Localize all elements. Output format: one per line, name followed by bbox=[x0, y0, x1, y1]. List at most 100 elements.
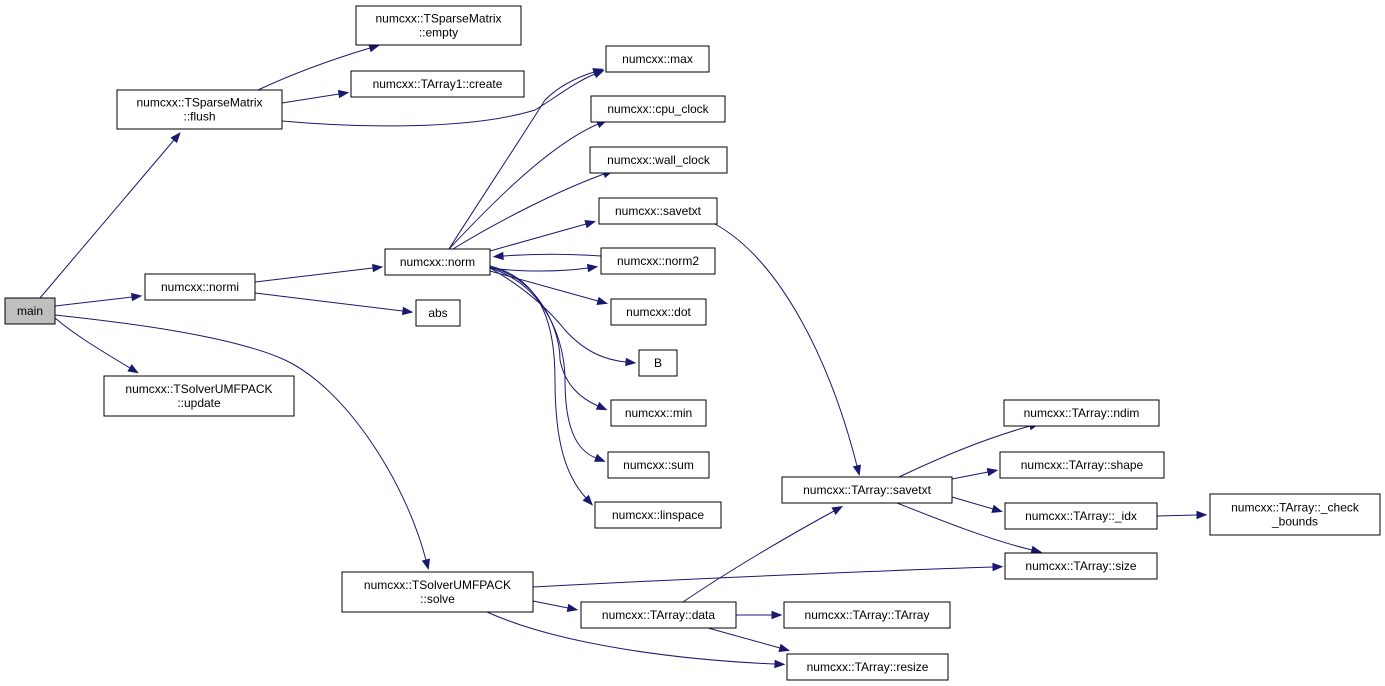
node-label: numcxx::sum bbox=[623, 458, 694, 472]
node-label: numcxx::TArray::_idx bbox=[1025, 509, 1137, 523]
edge-line bbox=[489, 265, 587, 499]
edge-arrowhead bbox=[492, 251, 504, 261]
node-normi[interactable]: numcxx::normi bbox=[144, 273, 256, 301]
edge-line bbox=[486, 611, 776, 665]
edge-arrowhead bbox=[401, 306, 414, 316]
edge-arrowhead bbox=[595, 401, 608, 411]
node-label: abs bbox=[428, 306, 447, 320]
node-main[interactable]: main bbox=[4, 297, 56, 325]
edge-line bbox=[682, 510, 835, 603]
edge-line bbox=[54, 296, 133, 307]
node-label: numcxx::TArray::shape bbox=[1021, 458, 1144, 472]
node-label: numcxx::norm bbox=[400, 255, 475, 269]
node-ta-idx[interactable]: numcxx::TArray::_idx bbox=[1004, 502, 1158, 530]
node-max[interactable]: numcxx::max bbox=[605, 45, 710, 73]
edge-line bbox=[951, 496, 994, 510]
node-umf-solve[interactable]: numcxx::TSolverUMFPACK::solve bbox=[341, 571, 534, 613]
node-norm2[interactable]: numcxx::norm2 bbox=[600, 247, 716, 275]
edge-line bbox=[254, 267, 374, 283]
edge-ta_data-to-ta_resize bbox=[707, 627, 791, 652]
edge-arrowhead bbox=[566, 603, 579, 613]
node-umf-update[interactable]: numcxx::TSolverUMFPACK::update bbox=[103, 375, 295, 417]
edge-line bbox=[951, 471, 989, 480]
edge-ta_data-to-ta_tarray bbox=[736, 610, 783, 620]
node-wall-clock[interactable]: numcxx::wall_clock bbox=[589, 146, 728, 174]
edge-arrowhead bbox=[421, 558, 430, 571]
node-label: numcxx::savetxt bbox=[615, 204, 702, 218]
edge-line bbox=[898, 425, 1031, 478]
edge-arrowhead bbox=[1196, 510, 1208, 520]
node-abs[interactable]: abs bbox=[415, 299, 461, 327]
node-label: numcxx::TArray::ndim bbox=[1024, 406, 1140, 420]
node-box bbox=[781, 476, 953, 504]
node-label: numcxx::min bbox=[625, 406, 692, 420]
node-savetxt[interactable]: numcxx::savetxt bbox=[598, 197, 718, 225]
edge-norm-to-norm2 bbox=[489, 263, 599, 273]
node-B[interactable]: B bbox=[638, 349, 678, 377]
node-label: numcxx::TArray::size bbox=[1025, 559, 1136, 573]
edge-arrowhead bbox=[131, 292, 143, 302]
node-dot[interactable]: numcxx::dot bbox=[610, 298, 707, 326]
edge-line bbox=[39, 139, 175, 299]
edge-norm-to-linspace bbox=[489, 265, 593, 506]
edge-arrowhead bbox=[1030, 545, 1043, 555]
node-box bbox=[607, 451, 710, 479]
edge-line bbox=[714, 223, 858, 467]
edge-main-to-tsm_flush bbox=[39, 132, 181, 299]
node-box bbox=[610, 298, 707, 326]
node-norm[interactable]: numcxx::norm bbox=[384, 248, 491, 276]
node-box bbox=[1209, 493, 1381, 536]
node-ta-ndim[interactable]: numcxx::TArray::ndim bbox=[1003, 399, 1160, 427]
edge-arrowhead bbox=[372, 263, 384, 273]
edge-line bbox=[489, 270, 599, 302]
node-box bbox=[341, 571, 534, 613]
node-label: ::empty bbox=[419, 26, 458, 40]
node-box bbox=[384, 248, 491, 276]
call-edges bbox=[39, 44, 1208, 669]
node-ta-shape[interactable]: numcxx::TArray::shape bbox=[999, 451, 1165, 479]
node-tsm-flush[interactable]: numcxx::TSparseMatrix::flush bbox=[116, 89, 283, 130]
node-ta-check[interactable]: numcxx::TArray::_check_bounds bbox=[1209, 493, 1381, 536]
edge-arrowhead bbox=[986, 467, 999, 477]
edge-line bbox=[707, 627, 781, 649]
node-sum[interactable]: numcxx::sum bbox=[607, 451, 710, 479]
edge-arrowhead bbox=[368, 44, 380, 53]
node-cpu-clock[interactable]: numcxx::cpu_clock bbox=[590, 95, 726, 123]
edge-line bbox=[448, 71, 595, 250]
node-ta1-create[interactable]: numcxx::TArray1::create bbox=[350, 70, 525, 98]
node-label: numcxx::TSolverUMFPACK bbox=[364, 578, 511, 592]
node-ta-resize[interactable]: numcxx::TArray::resize bbox=[786, 653, 949, 681]
node-box bbox=[783, 601, 951, 629]
edge-arrowhead bbox=[127, 364, 139, 374]
node-ta-tarray[interactable]: numcxx::TArray::TArray bbox=[783, 601, 951, 629]
node-linspace[interactable]: numcxx::linspace bbox=[594, 501, 722, 529]
edge-ta_savetxt-to-ta_shape bbox=[951, 467, 999, 480]
edge-line bbox=[54, 314, 427, 561]
edge-main-to-normi bbox=[54, 292, 143, 307]
node-tsm-empty[interactable]: numcxx::TSparseMatrix::empty bbox=[355, 5, 522, 46]
call-nodes: mainnumcxx::TSparseMatrix::flushnumcxx::… bbox=[4, 5, 1381, 681]
node-label: numcxx::TArray::_check bbox=[1231, 501, 1360, 515]
edge-norm-to-cpu_clock bbox=[448, 119, 608, 250]
edge-umf_solve-to-ta_size bbox=[532, 562, 1004, 588]
node-min[interactable]: numcxx::min bbox=[610, 399, 707, 427]
edge-line bbox=[489, 266, 599, 407]
node-box bbox=[144, 273, 256, 301]
edge-arrowhead bbox=[582, 494, 593, 506]
node-box bbox=[605, 45, 710, 73]
edge-line bbox=[254, 292, 404, 312]
edge-ta_savetxt-to-ta_idx bbox=[951, 496, 1003, 513]
node-label: numcxx::TSparseMatrix bbox=[136, 96, 262, 110]
edge-arrowhead bbox=[584, 220, 596, 229]
edge-ta_idx-to-ta_check bbox=[1156, 510, 1208, 520]
edge-line bbox=[452, 173, 605, 250]
edge-norm-to-wall_clock bbox=[452, 170, 614, 250]
node-box bbox=[610, 399, 707, 427]
node-ta-size[interactable]: numcxx::TArray::size bbox=[1004, 552, 1158, 580]
edge-arrowhead bbox=[771, 610, 783, 620]
node-ta-data[interactable]: numcxx::TArray::data bbox=[580, 601, 737, 629]
edge-umf_solve-to-ta_resize bbox=[486, 611, 786, 669]
node-ta-savetxt[interactable]: numcxx::TArray::savetxt bbox=[781, 476, 953, 504]
node-label: ::update bbox=[177, 396, 221, 410]
